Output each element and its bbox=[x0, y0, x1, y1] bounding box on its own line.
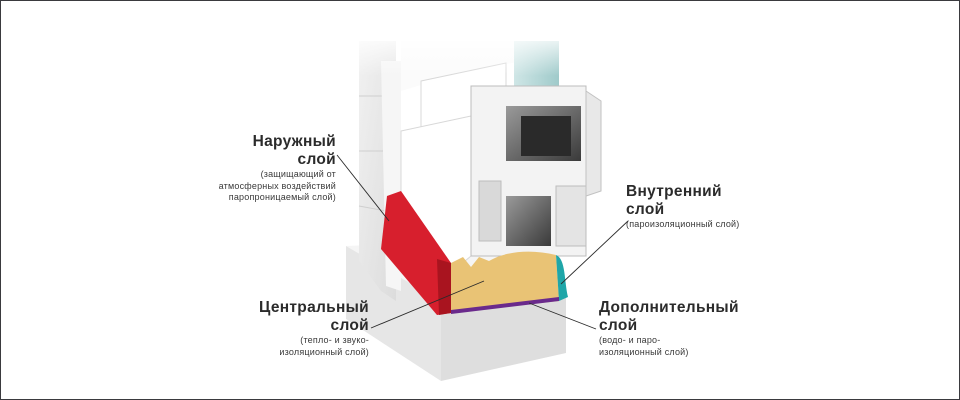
inner-layer-tape bbox=[556, 255, 568, 301]
additional-layer-desc-1: (водо- и паро- bbox=[599, 335, 661, 345]
leader-lines bbox=[336, 154, 629, 330]
inner-layer-desc-1: (пароизоляционный слой) bbox=[626, 219, 740, 229]
central-layer-desc-2: изоляционный слой) bbox=[279, 346, 369, 357]
additional-layer-title: Дополнительный bbox=[599, 299, 739, 316]
additional-layer-desc-2: изоляционный слой) bbox=[599, 346, 689, 357]
additional-layer-title-2: слой bbox=[599, 317, 638, 334]
outer-layer-tape bbox=[381, 191, 451, 315]
label-additional-layer: Дополнительный слой (водо- и паро- изоля… bbox=[599, 299, 739, 358]
central-layer-foam bbox=[451, 251, 559, 313]
central-layer-desc-1: (тепло- и звуко- bbox=[300, 335, 369, 345]
outer-layer-title: Наружный bbox=[252, 133, 336, 150]
label-central-layer: Центральный слой (тепло- и звуко- изоляц… bbox=[259, 299, 369, 358]
outer-layer-desc-3: паропроницаемый слой) bbox=[228, 192, 336, 202]
outer-layer-title-2: слой bbox=[297, 151, 336, 168]
central-layer-title-2: слой bbox=[330, 317, 369, 334]
outer-layer-desc-1: (защищающий от bbox=[260, 169, 336, 179]
inner-layer-title-2: слой bbox=[626, 201, 665, 218]
outer-layer-desc-2: атмосферных воздействий bbox=[218, 180, 336, 191]
inner-layer-title: Внутренний bbox=[626, 183, 722, 200]
central-layer-title: Центральный bbox=[259, 299, 369, 316]
label-outer-layer: Наружный слой (защищающий от атмосферных… bbox=[219, 133, 336, 204]
additional-layer-tape bbox=[451, 297, 559, 314]
label-inner-layer: Внутренний слой (пароизоляционный слой) bbox=[626, 183, 739, 231]
